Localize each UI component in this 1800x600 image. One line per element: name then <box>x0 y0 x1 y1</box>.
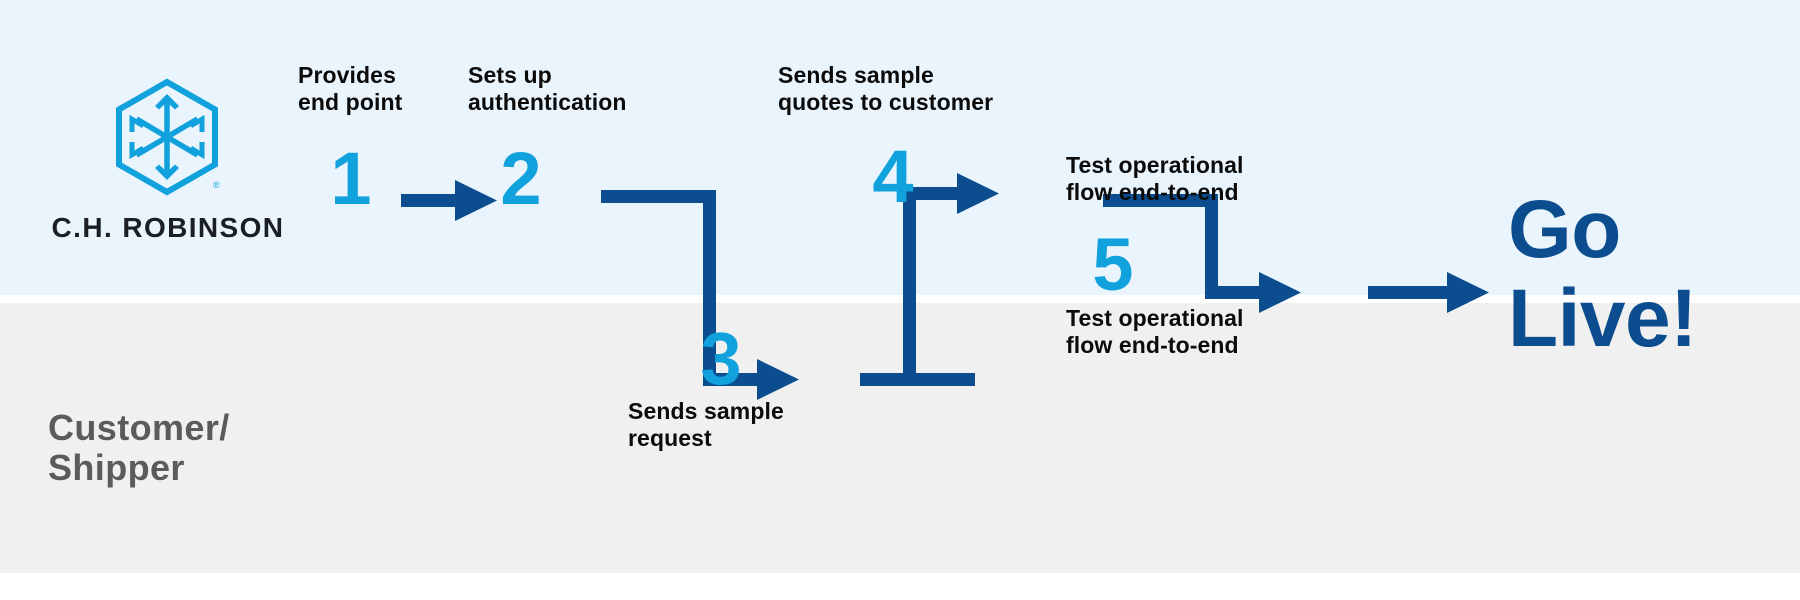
arrow-3-to-4-icon <box>860 173 999 386</box>
step-number-1: 1 <box>330 137 372 220</box>
caption-step-2: Sets up authentication <box>468 62 627 116</box>
registered-trademark-mark: ® <box>213 180 220 190</box>
caption-step-1: Provides end point <box>298 62 403 116</box>
arrow-1-to-2-icon <box>401 180 497 221</box>
arrow-2-to-3-icon <box>601 190 799 400</box>
brand-logo: ® C.H. ROBINSON <box>48 78 288 244</box>
step-number-3: 3 <box>700 317 742 400</box>
brand-wordmark: C.H. ROBINSON <box>51 212 285 243</box>
caption-step-4: Sends sample quotes to customer <box>778 62 994 116</box>
caption-step-3: Sends sample request <box>628 398 784 452</box>
ch-robinson-hexagon-arrows-icon: ® <box>116 78 220 196</box>
arrow-4-to-5-icon <box>1103 194 1301 313</box>
lane-label-customer-shipper: Customer/ Shipper <box>48 407 230 489</box>
outcome-go-live-label: Go Live! <box>1508 184 1697 364</box>
provider-lane-band <box>0 0 1800 295</box>
step-number-2: 2 <box>500 137 542 220</box>
caption-step-5-above: Test operational flow end-to-end <box>1066 152 1244 206</box>
customer-lane-band <box>0 303 1800 573</box>
step-number-4: 4 <box>872 135 914 218</box>
arrow-5-to-golive-icon <box>1368 272 1489 313</box>
caption-step-5-below: Test operational flow end-to-end <box>1066 305 1244 359</box>
step-number-5: 5 <box>1092 223 1134 306</box>
